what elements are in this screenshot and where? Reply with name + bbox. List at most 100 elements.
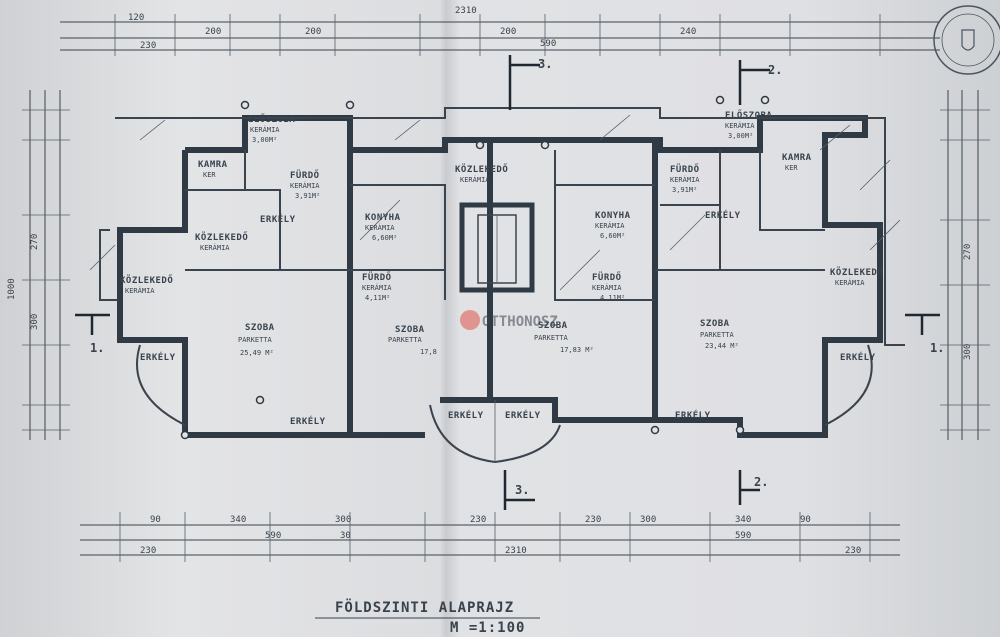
bottom-dim-4: 230 <box>470 515 486 525</box>
section-marker-1-right: 1. <box>930 341 944 355</box>
bottom-dimension-chain <box>80 512 900 562</box>
svg-text:3,00M²: 3,00M² <box>252 136 277 144</box>
right-dim-1: 300 <box>963 344 973 360</box>
room-furdo-3: FÜRDŐ KERÁMIA 4,11M² <box>362 272 392 302</box>
svg-text:KONYHA: KONYHA <box>365 213 401 223</box>
top-overall-dimension: 2310 <box>455 6 477 16</box>
svg-text:KERÁMIA: KERÁMIA <box>290 181 320 190</box>
bottom-overall-dimension: 2310 <box>505 546 527 556</box>
coat-of-arms-icon <box>961 29 975 51</box>
svg-text:KERÁMIA: KERÁMIA <box>460 175 490 184</box>
room-erkely-3: ERKÉLY <box>290 415 326 427</box>
drawing-title: FÖLDSZINTI ALAPRAJZ <box>335 598 514 616</box>
svg-text:KER: KER <box>203 171 216 179</box>
official-stamp <box>933 5 1000 75</box>
svg-text:3,91M²: 3,91M² <box>672 186 697 194</box>
svg-text:PARKETTA: PARKETTA <box>388 336 423 344</box>
svg-text:KERÁMIA: KERÁMIA <box>725 121 755 130</box>
bottom-dim-13: 230 <box>845 546 861 556</box>
svg-text:4,11M²: 4,11M² <box>365 294 390 302</box>
svg-text:SZOBA: SZOBA <box>395 325 425 335</box>
room-furdo-1: FÜRDŐ KERÁMIA 3,91M² <box>290 170 320 200</box>
room-szoba-2: SZOBA PARKETTA 17,8 <box>388 325 437 356</box>
right-dim-2: 270 <box>963 244 973 260</box>
svg-text:SZOBA: SZOBA <box>245 323 275 333</box>
interior-walls <box>185 140 825 435</box>
svg-text:ELŐSZOBA: ELŐSZOBA <box>725 110 772 121</box>
top-dim-7: 590 <box>540 39 556 49</box>
section-marker-3-bottom: 3. <box>515 483 529 497</box>
section-marker-3-top: 3. <box>538 57 552 71</box>
top-dim-1: 120 <box>128 13 144 23</box>
hatching <box>89 114 901 291</box>
bottom-dim-2: 340 <box>230 515 246 525</box>
bottom-dim-7: 340 <box>735 515 751 525</box>
watermark: OTTHONOSZ <box>460 310 558 330</box>
stair-shaft <box>459 202 535 293</box>
room-kamra-1: KAMRA KER <box>198 160 227 179</box>
svg-text:25,49 M²: 25,49 M² <box>240 349 274 357</box>
room-konyha-1: KONYHA KERÁMIA 6,60M² <box>365 213 401 242</box>
svg-text:ELŐSZOBA: ELŐSZOBA <box>248 114 295 125</box>
room-kamra-2: KAMRA KER <box>782 153 811 172</box>
right-dimension-chain <box>940 90 990 440</box>
svg-text:KERÁMIA: KERÁMIA <box>670 175 700 184</box>
bottom-dim-3: 300 <box>335 515 351 525</box>
room-szoba-3: SZOBA PARKETTA 17,83 M² <box>534 321 594 354</box>
room-furdo-2: FÜRDŐ KERÁMIA 3,91M² <box>670 164 700 194</box>
room-szoba-4: SZOBA PARKETTA 23,44 M² <box>700 319 739 350</box>
bottom-dim-10: 30 <box>340 531 351 541</box>
bottom-dim-1: 90 <box>150 515 161 525</box>
left-dim-2: 300 <box>30 314 40 330</box>
room-eloszoba-2: ELŐSZOBA KERÁMIA 3,00M² <box>725 110 772 140</box>
drawing-title-block: FÖLDSZINTI ALAPRAJZ M =1:100 <box>315 598 540 636</box>
column-markers <box>180 95 770 440</box>
bottom-dim-5: 230 <box>585 515 601 525</box>
room-konyha-2: KONYHA KERÁMIA 6,60M² <box>595 211 630 240</box>
balconies <box>136 344 873 464</box>
svg-text:6,60M²: 6,60M² <box>372 234 397 242</box>
svg-text:KERÁMIA: KERÁMIA <box>835 278 865 287</box>
room-kozlekedo-3: KÖZLEKEDŐ KERÁMIA <box>455 164 508 184</box>
top-dim-2: 200 <box>205 27 221 37</box>
room-erkely-8: ERKÉLY <box>260 213 296 225</box>
section-marker-2-bottom: 2. <box>754 475 768 489</box>
svg-text:KERÁMIA: KERÁMIA <box>365 223 395 232</box>
svg-text:17,83 M²: 17,83 M² <box>560 346 594 354</box>
bottom-dim-9: 590 <box>265 531 281 541</box>
svg-text:4,11M²: 4,11M² <box>600 294 625 302</box>
svg-text:KER: KER <box>785 164 798 172</box>
svg-text:KÖZLEKEDŐ: KÖZLEKEDŐ <box>830 267 883 278</box>
room-erkely-2: ERKÉLY <box>840 351 876 363</box>
section-lines <box>75 55 940 510</box>
bottom-dim-6: 300 <box>640 515 656 525</box>
room-erkely-1: ERKÉLY <box>140 351 176 363</box>
room-szoba-1: SZOBA PARKETTA 25,49 M² <box>238 323 275 357</box>
svg-text:SZOBA: SZOBA <box>700 319 730 329</box>
svg-text:PARKETTA: PARKETTA <box>700 331 735 339</box>
bottom-dim-11: 590 <box>735 531 751 541</box>
svg-text:23,44 M²: 23,44 M² <box>705 342 739 350</box>
room-eloszoba-1: ELŐSZOBA KERÁMIA 3,00M² <box>248 114 295 144</box>
top-dim-4: 200 <box>500 27 516 37</box>
room-erkely-5: ERKÉLY <box>448 409 484 421</box>
svg-text:6,60M²: 6,60M² <box>600 232 625 240</box>
svg-text:KERÁMIA: KERÁMIA <box>125 286 155 295</box>
left-dim-1: 270 <box>30 234 40 250</box>
svg-text:KÖZLEKEDŐ: KÖZLEKEDŐ <box>120 275 173 286</box>
svg-text:KERÁMIA: KERÁMIA <box>595 221 625 230</box>
svg-text:FÜRDŐ: FÜRDŐ <box>362 272 392 283</box>
svg-text:FÜRDŐ: FÜRDŐ <box>670 164 700 175</box>
room-erkely-7: ERKÉLY <box>705 209 741 221</box>
top-dim-3: 200 <box>305 27 321 37</box>
svg-text:FÜRDŐ: FÜRDŐ <box>290 170 320 181</box>
svg-text:OTTHONOSZ: OTTHONOSZ <box>482 314 558 330</box>
svg-text:KERÁMIA: KERÁMIA <box>200 243 230 252</box>
svg-text:KERÁMIA: KERÁMIA <box>250 125 280 134</box>
section-marker-1-left: 1. <box>90 341 104 355</box>
svg-text:PARKETTA: PARKETTA <box>238 336 273 344</box>
svg-text:KÖZLEKEDŐ: KÖZLEKEDŐ <box>195 232 248 243</box>
top-dim-5: 240 <box>680 27 696 37</box>
top-dimension-chain <box>60 14 940 56</box>
